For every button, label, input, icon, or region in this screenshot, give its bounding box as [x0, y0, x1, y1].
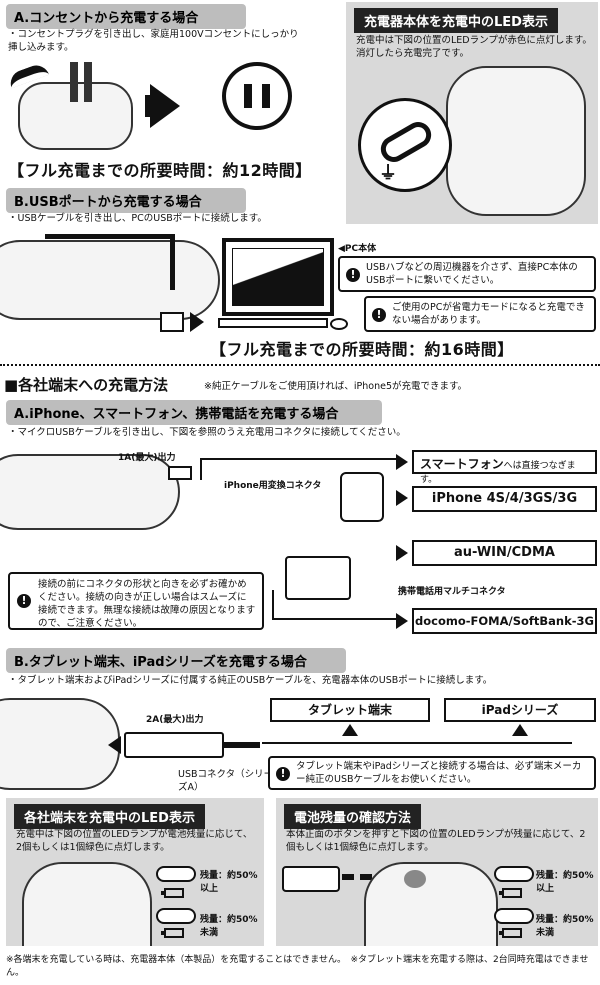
iphone-heading: A.iPhone、スマートフォン、携帯電話を充電する場合 — [6, 400, 382, 425]
led-zoom-circle: ⏚ — [358, 98, 452, 192]
led-lower-icon — [494, 908, 534, 924]
charger-body-illustration — [446, 66, 586, 216]
iphone-adapter-label: iPhone用変換コネクタ — [224, 481, 322, 491]
outlet-heading: A.コンセントから充電する場合 — [6, 4, 246, 29]
tablet-output-label: 2A(最大)出力 — [146, 715, 204, 725]
charger-side-illustration — [0, 240, 220, 320]
smartphone-box: スマートフォンへは直接つなぎます。 — [412, 450, 597, 485]
charger-side-illustration — [0, 454, 180, 530]
tablet-box: タブレット端末 — [270, 698, 430, 722]
battery-full-icon — [499, 888, 522, 898]
usb-heading: B.USBポートから充電する場合 — [6, 188, 246, 213]
keyboard-illustration — [218, 318, 328, 328]
usb-note-hub: ! USBハブなどの周辺機器を介さず、直接PC本体のUSBポートに繋いでください… — [338, 256, 596, 292]
iphone-output-label: 1A(最大)出力 — [118, 453, 176, 463]
battery-low-icon — [499, 928, 522, 938]
charger-plug-illustration — [6, 61, 138, 152]
warning-icon: ! — [372, 308, 386, 322]
warning-icon: ! — [346, 268, 360, 282]
arrow-right-icon — [396, 613, 408, 629]
power-button-icon — [404, 870, 426, 888]
battery-panel: 電池残量の確認方法 本体正面のボタンを押すと下図の位置のLEDランプが残量に応じ… — [276, 798, 598, 946]
arrow-up-icon — [512, 724, 528, 736]
arrow-right-icon — [396, 490, 408, 506]
tablet-description: ・タブレット端末およびiPadシリーズに付属する純正のUSBケーブルを、充電器本… — [8, 675, 493, 686]
section-subtitle: ※純正ケーブルをご使用頂ければ、iPhone5が充電できます。 — [204, 381, 468, 392]
pointing-hand-icon — [282, 866, 340, 892]
battery-lower-label: 残量：約50%未満 — [536, 915, 594, 938]
battery-low-icon — [161, 928, 184, 938]
outlet-charge-time: 【フル充電までの所要時間：約12時間】 — [8, 161, 312, 180]
charger-front-illustration — [364, 862, 498, 946]
battery-description: 本体正面のボタンを押すと下図の位置のLEDランプが残量に応じて、2個もしくは1個… — [286, 829, 586, 853]
led-devices-description: 充電中は下図の位置のLEDランプが電池残量に応じて、2個もしくは1個緑色に点灯し… — [16, 829, 253, 853]
led-devices-panel: 各社端末を充電中のLED表示 充電中は下図の位置のLEDランプが電池残量に応じて… — [6, 798, 264, 946]
pc-label: ◀PC本体 — [338, 244, 377, 254]
warning-icon: ! — [276, 767, 290, 781]
iphone-caution-box: ! 接続の前にコネクタの形状と向きを必ずお確かめください。接続の向きが正しい場合… — [8, 572, 264, 630]
battery-heading: 電池残量の確認方法 — [284, 804, 422, 829]
warning-icon: ! — [17, 594, 31, 608]
tablet-note-box: ! タブレット端末やiPadシリーズと接続する場合は、必ず端末メーカー純正のUS… — [268, 756, 596, 790]
led-lower-icon — [156, 908, 196, 924]
iphone-models-box: iPhone 4S/4/3GS/3G — [412, 486, 597, 512]
usb-note-power: ! ご使用のPCが省電力モードになると充電できない場合があります。 — [364, 296, 596, 332]
led-devices-upper-label: 残量：約50%以上 — [200, 871, 258, 894]
docomo-box: docomo-FOMA/SoftBank-3G — [412, 608, 597, 634]
tablet-heading: B.タブレット端末、iPadシリーズを充電する場合 — [6, 648, 346, 673]
led-main-panel: 充電器本体を充電中のLED表示 充電中は下図の位置のLEDランプが赤色に点灯しま… — [346, 2, 598, 224]
arrow-right-icon — [190, 312, 204, 332]
mouse-illustration — [330, 318, 348, 330]
led-devices-heading: 各社端末を充電中のLED表示 — [14, 804, 205, 829]
usb-plug-icon — [160, 312, 184, 332]
arrow-right-icon — [396, 454, 408, 470]
plug-icon: ⏚ — [379, 163, 397, 184]
led-upper-icon — [156, 866, 196, 882]
battery-full-icon — [161, 888, 184, 898]
charger-side-illustration — [0, 698, 120, 790]
usb-charge-time: 【フル充電までの所要時間：約16時間】 — [210, 340, 514, 359]
usb-connector-label: USBコネクタ（シリーズA） — [178, 769, 274, 793]
wall-outlet-icon — [222, 62, 292, 130]
usb-description: ・USBケーブルを引き出し、PCのUSBポートに接続します。 — [8, 213, 267, 224]
footer-note: ※各端末を充電している時は、充電器本体（本製品）を充電することはできません。 ※… — [6, 955, 589, 978]
charger-front-illustration — [22, 862, 152, 946]
iphone-description: ・マイクロUSBケーブルを引き出し、下図を参照のうえ充電用コネクタに接続してくだ… — [8, 427, 406, 438]
arrow-right-icon — [150, 84, 180, 128]
micro-usb-plug-icon — [168, 466, 192, 480]
arrow-left-icon — [108, 736, 121, 754]
arrow-right-icon — [396, 545, 408, 561]
pc-monitor-illustration — [222, 238, 334, 316]
usb-a-plug-icon — [124, 732, 224, 758]
iphone-adapter-illustration — [340, 472, 384, 522]
outlet-description: ・コンセントプラグを引き出し、家庭用100Vコンセントにしっかり挿し込みます。 — [8, 29, 299, 53]
au-box: au-WIN/CDMA — [412, 540, 597, 566]
section-title: ■各社端末への充電方法 — [4, 376, 169, 394]
ipad-box: iPadシリーズ — [444, 698, 596, 722]
led-main-heading: 充電器本体を充電中のLED表示 — [354, 8, 558, 33]
led-upper-icon — [494, 866, 534, 882]
led-main-description: 充電中は下図の位置のLEDランプが赤色に点灯します。消灯したら充電完了です。 — [356, 35, 592, 59]
battery-upper-label: 残量：約50%以上 — [536, 871, 594, 894]
led-devices-lower-label: 残量：約50%未満 — [200, 915, 258, 938]
multi-connector-illustration — [285, 556, 351, 600]
arrow-up-icon — [342, 724, 358, 736]
multi-connector-label: 携帯電話用マルチコネクタ — [398, 587, 506, 597]
